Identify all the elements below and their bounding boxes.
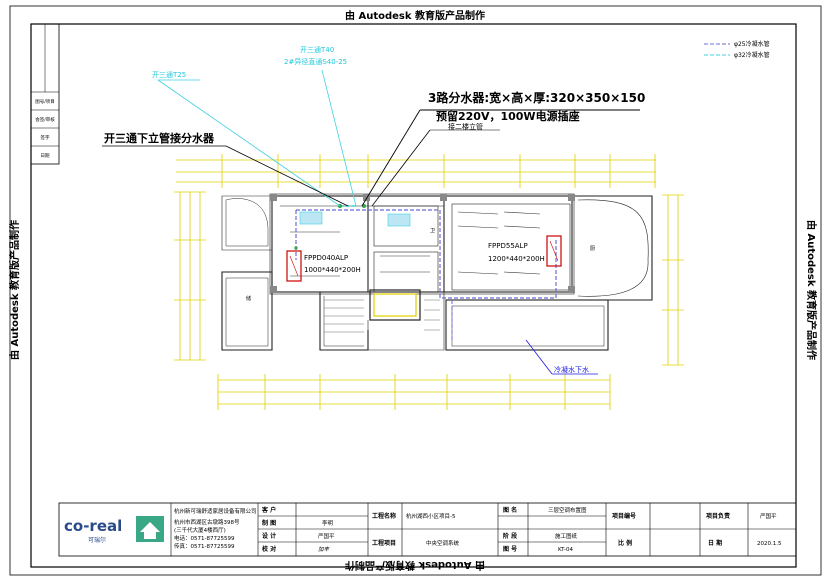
ac-unit-fppd040: FPPD040ALP 1000*440*200H [286, 250, 361, 282]
value-drawing-name: 三层空调布置图 [548, 506, 587, 514]
logo-brand: co-real [64, 517, 122, 535]
role-draw: 制 图 [262, 519, 276, 527]
watermark-bottom: 由 Autodesk 教育版产品制作 [345, 559, 485, 572]
dimension-lines [174, 154, 684, 410]
role-client: 客 户 [261, 506, 276, 514]
note-distributor-spec: 3路分水器:宽×高×厚:320×350×150 [428, 90, 645, 105]
watermark-top: 由 Autodesk 教育版产品制作 [345, 9, 485, 22]
note-tee-t25: 开三通T25 [152, 70, 186, 79]
company-address: 杭州市西湖区古墩路398号 [174, 518, 240, 526]
value-number: KT-04 [558, 547, 574, 553]
role-design: 设 计 [262, 532, 276, 540]
name-draw: 李明 [322, 519, 334, 527]
value-project-item: 中央空调系统 [426, 539, 460, 547]
watermark-right: 由 Autodesk 教育版产品制作 [805, 220, 818, 360]
strip-label-3: 签字 [41, 134, 50, 141]
legend-label-32: φ32冷凝水管 [734, 51, 770, 59]
note-riser-connection: 接二楼立管 [448, 122, 483, 131]
name-check: 加丰 [318, 546, 330, 553]
unit-model-2: FPPD55ALP [488, 242, 528, 250]
label-project-no: 项目编号 [612, 512, 636, 520]
note-tee-down-riser: 开三通下立管接分水器 [104, 131, 215, 145]
role-check: 校 对 [262, 545, 276, 553]
company-fax: 传真：0571-87725599 [174, 542, 235, 550]
unit-size-1: 1000*440*200H [304, 266, 361, 274]
room-tag-3: 厨 [590, 246, 595, 252]
name-design: 严国平 [318, 533, 335, 540]
left-signature-strip: 图号/项目 会签/审核 签字 日期 [30, 23, 60, 165]
label-drawing-name: 图 名 [503, 506, 517, 514]
value-project-name: 杭州湖西小区项目-5 [406, 512, 456, 520]
outer-border [9, 5, 822, 576]
note-condensate-down: 冷凝水下水 [554, 365, 589, 374]
building-walls [221, 193, 653, 351]
condensate-piping [294, 204, 557, 340]
strip-label-1: 图号/项目 [35, 99, 55, 105]
label-project-name: 工程名称 [372, 512, 396, 520]
strip-label-2: 会签/审核 [35, 116, 55, 123]
label-date: 日 期 [708, 539, 722, 547]
label-stage: 阶 段 [503, 532, 517, 540]
value-manager: 严国平 [760, 513, 777, 520]
watermark-left: 由 Autodesk 教育版产品制作 [8, 220, 21, 360]
value-stage: 施工图纸 [555, 532, 578, 540]
label-scale: 比 例 [618, 539, 632, 547]
note-reducer: 2#异径直通S40-25 [284, 57, 347, 66]
label-number: 图 号 [503, 545, 517, 553]
note-tee-t40: 开三通T40 [300, 45, 334, 54]
ac-unit-fppd55: FPPD55ALP 1200*440*200H [488, 235, 562, 267]
room-tag-1: 卫 [430, 228, 435, 234]
pipe-legend: φ25冷凝水管 φ32冷凝水管 [704, 40, 770, 59]
title-block [58, 502, 797, 557]
legend-label-25: φ25冷凝水管 [734, 40, 770, 48]
label-project-item: 工程项目 [372, 539, 396, 547]
company-tel: 电话：0571-87725599 [174, 534, 235, 542]
strip-label-4: 日期 [41, 153, 50, 159]
company-address2: (三千代大厦4楼西厅) [174, 526, 226, 534]
leader-lines [102, 69, 640, 375]
inner-border [30, 23, 797, 568]
stair-lines [324, 299, 440, 333]
logo-subtitle: 可瑞尔 [88, 536, 106, 544]
vent-markers [290, 211, 541, 277]
company-logo: co-real 可瑞尔 [64, 516, 164, 544]
company-name: 杭州新可瑞舒适家居设备有限公司 [174, 507, 257, 515]
wall-pillars [270, 194, 575, 293]
unit-model-1: FPPD040ALP [304, 254, 348, 262]
house-icon [140, 522, 160, 539]
value-date: 2020.1.5 [757, 541, 782, 547]
note-power-socket: 预留220V，100W电源插座 [436, 109, 580, 123]
unit-size-2: 1200*440*200H [488, 255, 545, 263]
room-tag-2: 储 [246, 295, 251, 302]
label-manager: 项目负责 [706, 512, 730, 520]
